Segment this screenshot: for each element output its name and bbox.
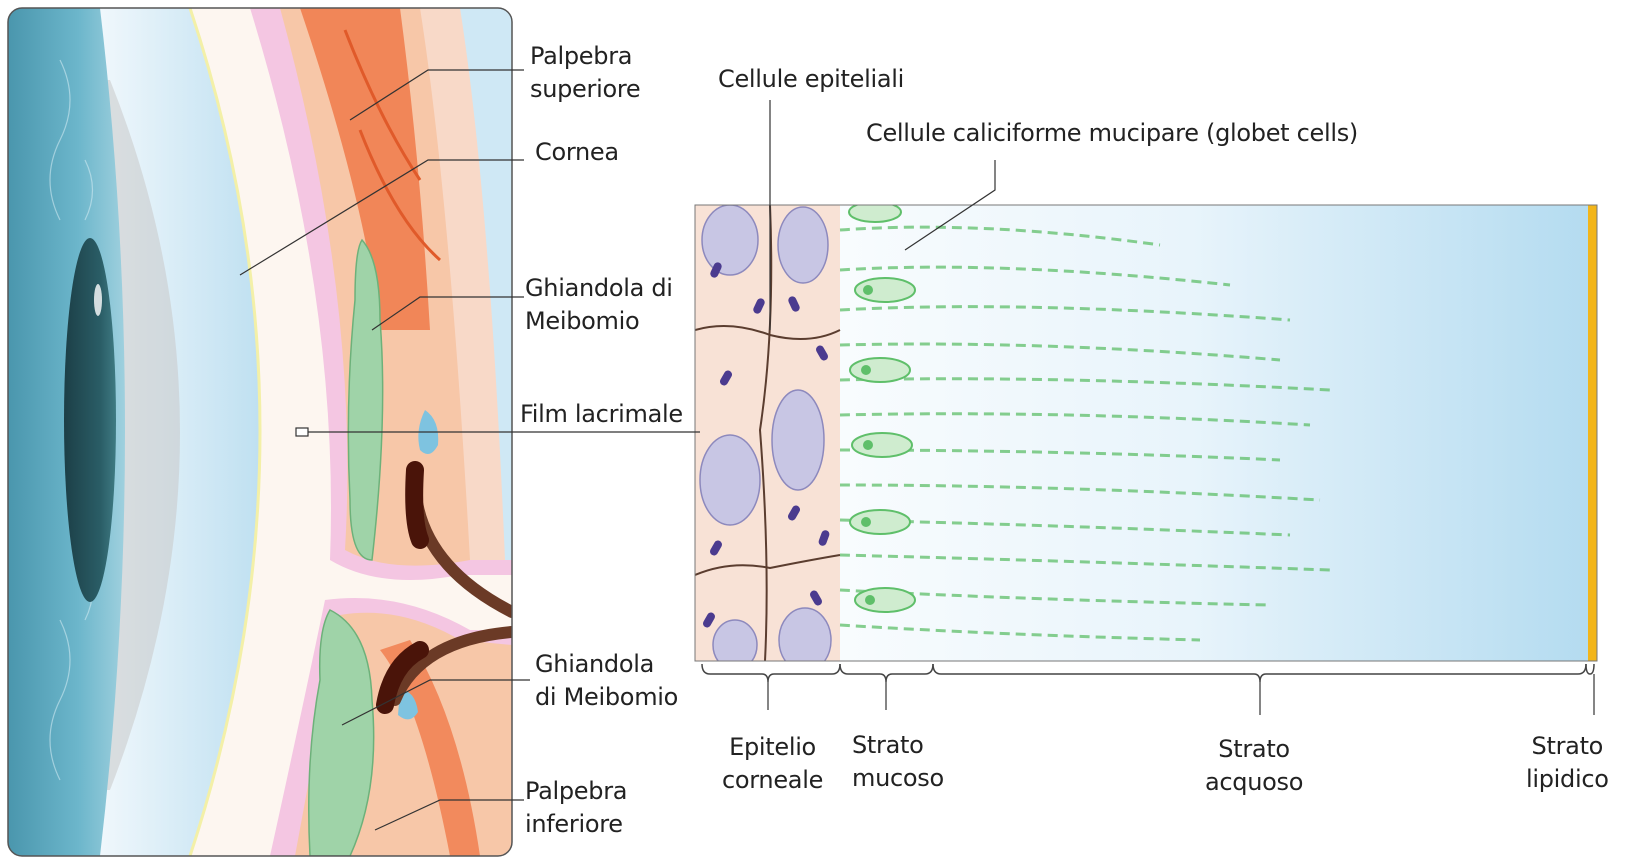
layer-brackets [702, 664, 1594, 682]
film-lacrimale-marker [296, 428, 308, 436]
pupil [64, 238, 116, 602]
label-cellule-epiteliali: Cellule epiteliali [718, 63, 904, 96]
bracket-epitelio [702, 664, 840, 682]
label-epitelio-corneale: Epitelio corneale [722, 731, 823, 797]
bracket-acquoso [933, 664, 1586, 682]
label-strato-mucoso: Strato mucoso [852, 729, 944, 795]
tear-film-section [695, 202, 1597, 672]
label-cellule-caliciforme: Cellule caliciforme mucipare (globet cel… [866, 117, 1358, 150]
label-cornea: Cornea [535, 136, 619, 169]
bracket-mucoso [840, 664, 933, 682]
label-ghiandola-meibomio-lower: Ghiandola di Meibomio [535, 648, 678, 714]
label-palpebra-inferiore: Palpebra inferiore [525, 775, 627, 841]
label-film-lacrimale: Film lacrimale [520, 398, 683, 431]
lipid-layer-band [1588, 205, 1597, 661]
bracket-lipidico [1586, 664, 1594, 674]
label-palpebra-superiore: Palpebra superiore [530, 40, 640, 106]
label-ghiandola-meibomio-upper: Ghiandola di Meibomio [525, 272, 673, 338]
label-strato-acquoso: Strato acquoso [1205, 733, 1303, 799]
label-strato-lipidico: Strato lipidico [1526, 730, 1609, 796]
